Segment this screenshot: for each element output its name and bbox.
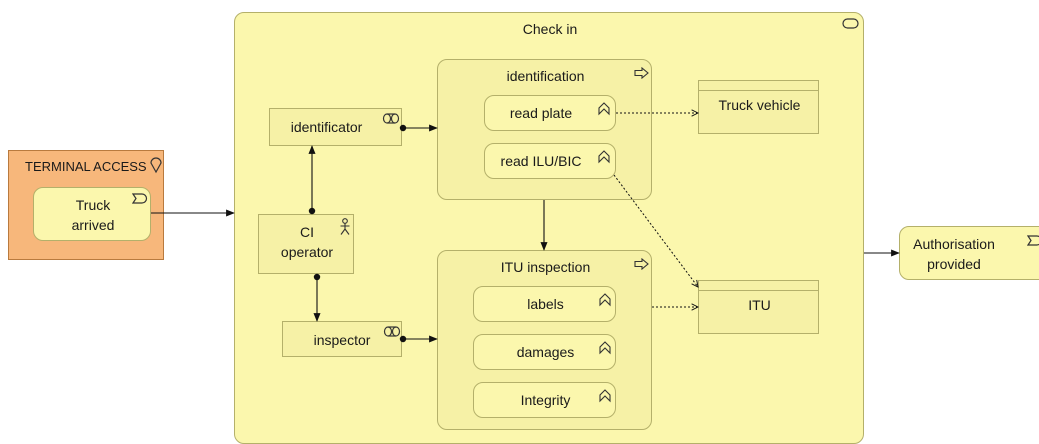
damages-label: damages: [516, 344, 575, 360]
truck-arrived-line1: Truck: [75, 197, 111, 213]
function-chevron-icon: [599, 389, 611, 403]
terminal-access-label: TERMINAL ACCESS: [25, 159, 147, 174]
function-chevron-icon: [599, 341, 611, 355]
read-ilu-bic-label: read ILU/BIC: [500, 153, 582, 169]
location-pin-icon: [150, 157, 162, 174]
actor-stick-figure-icon: [340, 218, 350, 235]
truck-arrived-event[interactable]: Truck arrived: [33, 187, 151, 241]
identificator-role[interactable]: identificator: [269, 108, 402, 146]
labels-label: labels: [527, 296, 564, 312]
itu-object[interactable]: ITU: [698, 280, 819, 334]
ci-operator-actor[interactable]: CI operator: [258, 214, 354, 274]
check-in-label: Check in: [522, 21, 578, 37]
process-icon: [842, 18, 859, 29]
function-chevron-icon: [598, 102, 610, 116]
service-arrow-icon: [634, 258, 649, 270]
read-plate-function[interactable]: read plate: [484, 95, 616, 131]
authorisation-line1: Authorisation: [913, 236, 995, 252]
itu-inspection-label: ITU inspection: [500, 259, 591, 275]
function-chevron-icon: [598, 150, 610, 164]
authorisation-provided-event[interactable]: Authorisation provided: [899, 226, 1039, 280]
truck-arrived-line2: arrived: [71, 217, 115, 233]
ci-operator-line1: CI: [300, 224, 314, 240]
integrity-label: Integrity: [520, 392, 571, 408]
truck-vehicle-object[interactable]: Truck vehicle: [698, 80, 819, 134]
role-icon: [382, 113, 400, 124]
function-chevron-icon: [599, 293, 611, 307]
event-icon: [132, 193, 148, 204]
damages-function[interactable]: damages: [473, 334, 616, 370]
authorisation-line2: provided: [927, 256, 981, 272]
ci-operator-line2: operator: [280, 244, 334, 260]
object-header-divider: [699, 90, 818, 91]
identificator-label: identificator: [290, 119, 363, 135]
role-icon: [383, 326, 401, 337]
labels-function[interactable]: labels: [473, 286, 616, 322]
read-ilu-bic-function[interactable]: read ILU/BIC: [484, 143, 616, 179]
itu-label: ITU: [748, 297, 771, 313]
read-plate-label: read plate: [509, 105, 573, 121]
event-icon: [1027, 235, 1039, 246]
identification-label: identification: [506, 68, 585, 84]
inspector-label: inspector: [313, 332, 371, 348]
integrity-function[interactable]: Integrity: [473, 382, 616, 418]
inspector-role[interactable]: inspector: [282, 321, 402, 357]
service-arrow-icon: [634, 67, 649, 79]
truck-vehicle-label: Truck vehicle: [718, 97, 801, 113]
object-header-divider: [699, 290, 818, 291]
